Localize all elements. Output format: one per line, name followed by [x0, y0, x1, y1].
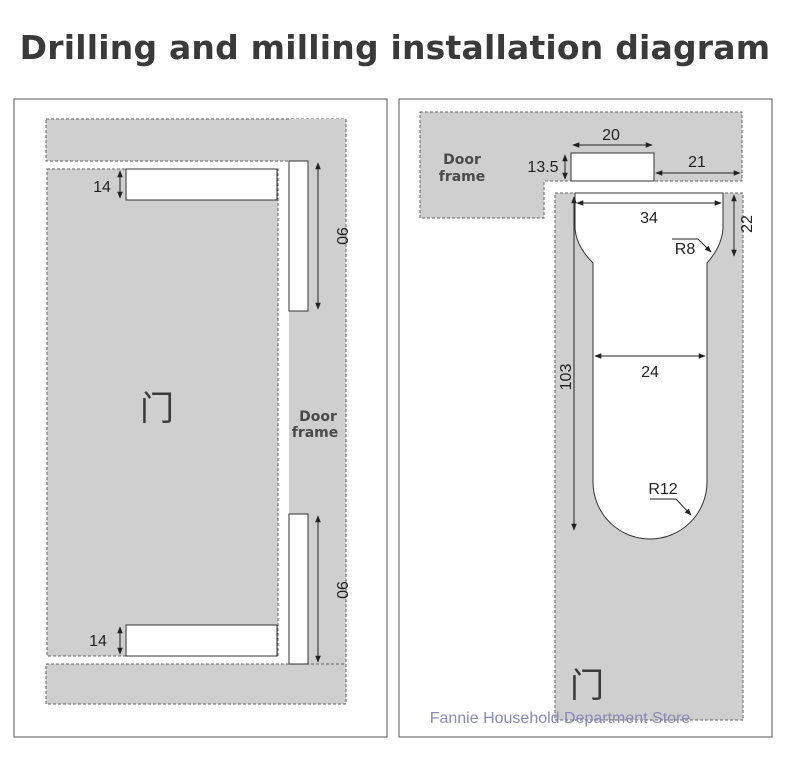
- left-frame-label-line2: frame: [292, 425, 339, 441]
- frame-bottom-strip: [45, 663, 347, 705]
- dim-neck-radius: R8: [675, 241, 696, 258]
- left-door-label: 门: [140, 389, 174, 429]
- watermark: Fannie Household Department Store: [430, 710, 691, 727]
- dim-frame-slot-width: 20: [602, 127, 620, 144]
- right-frame-label-line1: Door: [443, 152, 481, 168]
- left-frame-label-line1: Door: [299, 409, 337, 425]
- right-frame-label-line2: frame: [439, 169, 486, 185]
- dim-top-slot-depth: 14: [93, 179, 111, 196]
- dim-end-radius: R12: [648, 481, 677, 498]
- dim-door-slot-width: 24: [641, 364, 659, 381]
- dim-door-slot-length: 103: [558, 364, 575, 391]
- door-top-slot: [125, 168, 278, 201]
- frame-bottom-slot: [288, 513, 309, 665]
- frame-top-slot: [288, 160, 309, 312]
- dim-frame-slot-offset: 21: [688, 154, 706, 171]
- door-body: [46, 168, 279, 657]
- right-door-label: 门: [570, 666, 604, 706]
- left-panel: 14 14 90 90 Door frame 门: [13, 98, 388, 738]
- right-frame-slot: [570, 152, 655, 182]
- r12-leader-arrow: [675, 498, 692, 516]
- dim-door-slot-neck-depth: 22: [739, 215, 756, 233]
- dim-frame-slot-height: 13.5: [527, 159, 558, 176]
- right-panel: 20 13.5 21 34 22 R8 103 24 R12 Door fram…: [398, 98, 773, 738]
- dim-bottom-frame-slot-length: 90: [333, 581, 350, 599]
- dim-door-slot-top-width: 34: [640, 210, 658, 227]
- page-title: Drilling and milling installation diagra…: [19, 28, 771, 67]
- dim-bottom-slot-depth: 14: [89, 633, 107, 650]
- door-keyhole-slot: [574, 192, 724, 540]
- dim-top-frame-slot-length: 90: [333, 227, 350, 245]
- door-bottom-slot: [125, 624, 278, 657]
- r8-leader-arrow: [697, 238, 712, 253]
